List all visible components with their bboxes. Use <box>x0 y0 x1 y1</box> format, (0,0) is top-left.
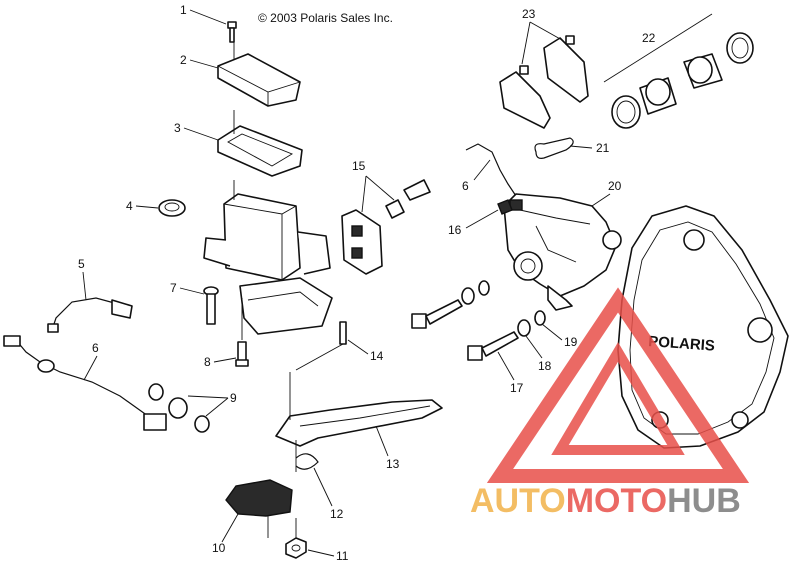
callout-16: 16 <box>448 223 462 237</box>
watermark-brand-moto: MOTO <box>566 482 667 520</box>
cover-logo-text: POLARIS <box>648 333 716 355</box>
callout-12: 12 <box>330 507 344 521</box>
part-lever-bracket <box>225 479 293 538</box>
part-seal-ring-4 <box>158 199 186 217</box>
part-brake-line <box>3 335 167 431</box>
copyright-text: © 2003 Polaris Sales Inc. <box>258 11 393 25</box>
part-bolt-8 <box>235 341 249 367</box>
callout-2: 2 <box>180 53 187 67</box>
callout-23: 23 <box>522 7 536 21</box>
part-reservoir-cover <box>217 53 301 107</box>
callout-10: 10 <box>212 541 226 555</box>
callout-20: 20 <box>608 179 622 193</box>
callout-7: 7 <box>170 281 177 295</box>
callout-13: 13 <box>386 457 400 471</box>
callout-3: 3 <box>174 121 181 135</box>
callout-19: 19 <box>564 335 578 349</box>
part-brake-line-upper <box>465 143 517 197</box>
part-return-spring <box>295 440 319 472</box>
watermark-brand-auto: AUTO <box>470 482 566 520</box>
part-bolt-7 <box>203 286 219 325</box>
part-brake-switch <box>47 297 133 333</box>
callout-15: 15 <box>352 159 366 173</box>
callout-21: 21 <box>596 141 610 155</box>
callout-8: 8 <box>204 355 211 369</box>
svg-text:AUTOMOTOHUB: AUTOMOTOHUB <box>470 482 741 520</box>
part-banjo-fitting <box>341 179 431 275</box>
part-screw-1 <box>227 21 237 43</box>
part-nut <box>285 518 307 559</box>
callout-18: 18 <box>538 359 552 373</box>
part-caliper-bolt-upper <box>411 280 490 329</box>
callout-6: 6 <box>92 341 99 355</box>
callout-14: 14 <box>370 349 384 363</box>
part-crush-washers <box>148 383 210 433</box>
callout-5: 5 <box>78 257 85 271</box>
callout-9: 9 <box>230 391 237 405</box>
watermark-inner-triangle-icon <box>551 342 685 455</box>
callout-11: 11 <box>336 549 349 562</box>
part-bleeder <box>497 199 513 215</box>
callout-17: 17 <box>510 381 524 395</box>
part-caliper-bolt-lower <box>467 310 546 361</box>
callout-1: 1 <box>180 3 187 17</box>
part-brake-lever <box>275 372 443 447</box>
part-brake-pads <box>499 35 589 129</box>
part-pivot-pin <box>295 321 347 371</box>
watermark-brand-hub: HUB <box>667 482 741 520</box>
watermark: AUTOMOTOHUB <box>470 287 750 520</box>
callout-4: 4 <box>126 199 133 213</box>
callout-6-upper: 6 <box>462 179 469 193</box>
part-master-cylinder-body <box>203 193 333 335</box>
watermark-triangle-icon <box>486 287 750 483</box>
part-gasket <box>217 125 303 177</box>
callouts: 1 2 3 4 5 6 7 8 9 10 11 12 13 14 15 16 1… <box>78 3 656 563</box>
part-pistons-and-seals <box>603 13 754 129</box>
part-pad-clip <box>534 137 574 159</box>
callout-22: 22 <box>642 31 656 45</box>
part-caliper <box>503 193 622 311</box>
